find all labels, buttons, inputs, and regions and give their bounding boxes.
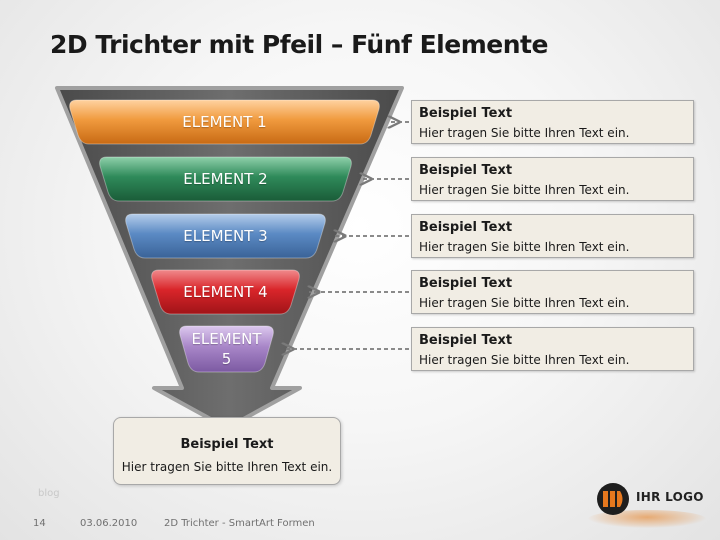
bottom-box-body: Hier tragen Sie bitte Ihren Text ein. (121, 460, 333, 474)
text-box-title: Beispiel Text (419, 276, 513, 291)
footer-caption: 2D Trichter - SmartArt Formen (164, 518, 315, 529)
funnel-band-5 (179, 325, 274, 373)
logo-mark-icon (597, 483, 629, 515)
funnel-band-4 (151, 269, 300, 315)
text-box-title: Beispiel Text (419, 106, 513, 121)
text-box-title: Beispiel Text (419, 163, 513, 178)
funnel-band-3 (125, 213, 326, 259)
text-box-body: Hier tragen Sie bitte Ihren Text ein. (419, 240, 630, 254)
text-box-body: Hier tragen Sie bitte Ihren Text ein. (419, 183, 630, 197)
funnel-band-label-3: ELEMENT 3 (183, 227, 268, 245)
funnel-band-label-2: ELEMENT 2 (183, 170, 268, 188)
logo-text: IHR LOGO (636, 490, 704, 504)
bottom-text-box: Beispiel Text Hier tragen Sie bitte Ihre… (113, 417, 341, 485)
text-box-title: Beispiel Text (419, 333, 513, 348)
watermark: blog (38, 488, 60, 499)
footer-page-number: 14 (33, 518, 46, 529)
funnel-band-1 (69, 99, 380, 145)
logo-swoosh (588, 510, 706, 528)
slide-title: 2D Trichter mit Pfeil – Fünf Elemente (50, 30, 548, 59)
text-box-body: Hier tragen Sie bitte Ihren Text ein. (419, 296, 630, 310)
bottom-box-title: Beispiel Text (180, 437, 274, 452)
funnel-band-label-1: ELEMENT 1 (182, 113, 267, 131)
footer-date: 03.06.2010 (80, 518, 138, 529)
text-box-body: Hier tragen Sie bitte Ihren Text ein. (419, 126, 630, 140)
funnel-band-label-5: ELEMENT 5 (191, 330, 262, 368)
funnel-band-label-4: ELEMENT 4 (183, 283, 268, 301)
text-box-title: Beispiel Text (419, 220, 513, 235)
text-box-body: Hier tragen Sie bitte Ihren Text ein. (419, 353, 630, 367)
funnel-band-2 (99, 156, 352, 202)
company-logo: IHR LOGO (596, 482, 704, 516)
